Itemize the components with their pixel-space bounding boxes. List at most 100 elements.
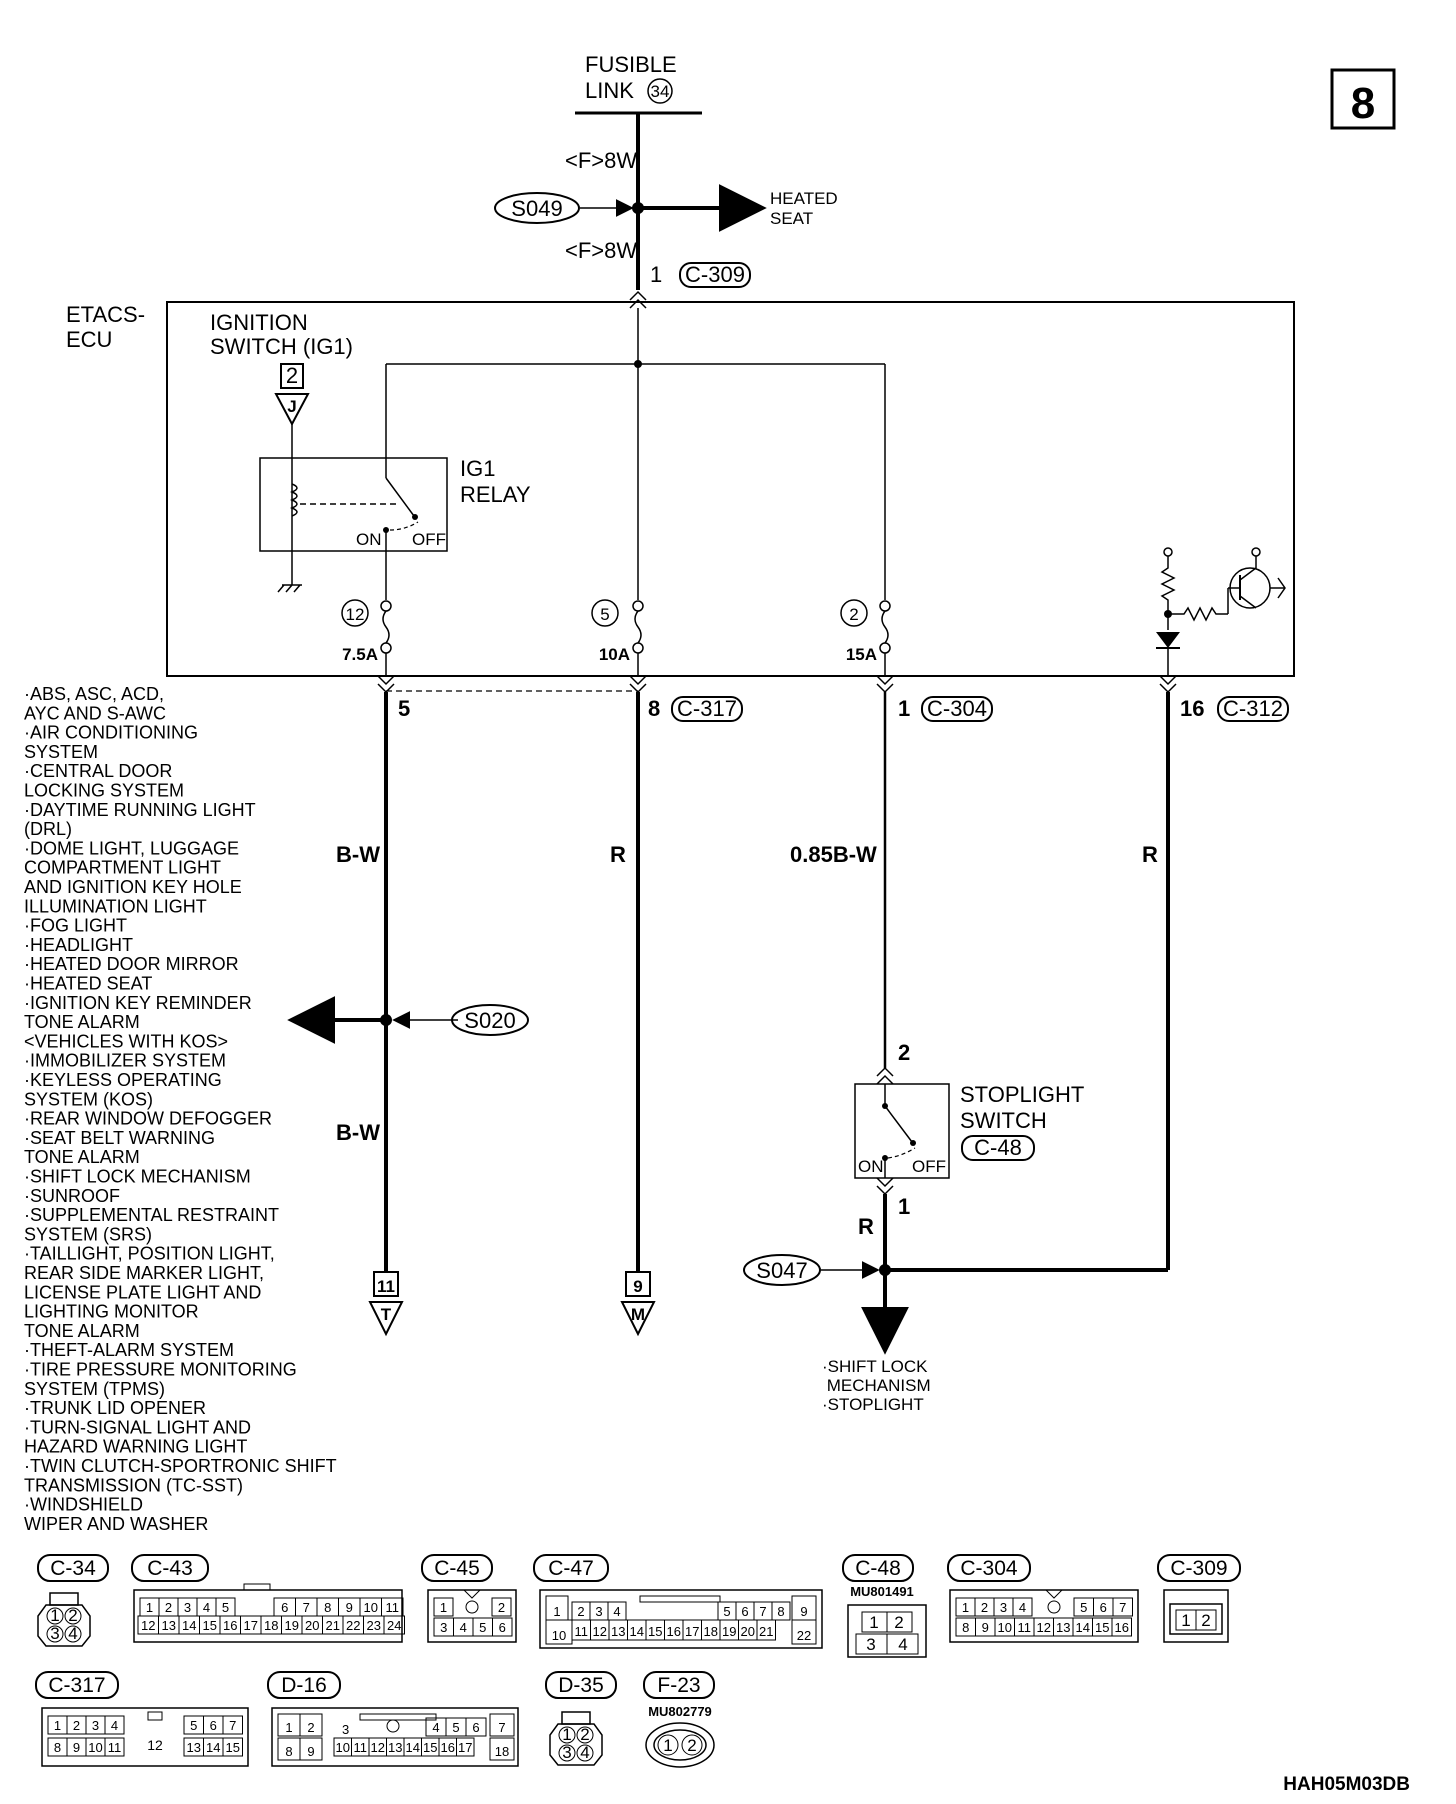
- stoplight-connector: C-48: [974, 1135, 1022, 1160]
- left-system-item: ·HEATED DOOR MIRROR: [24, 954, 239, 974]
- c43-pin: 7: [303, 1600, 310, 1615]
- c317-pin: 6: [210, 1718, 217, 1733]
- left-system-item: WIPER AND WASHER: [24, 1514, 208, 1534]
- c304-pin: 1: [962, 1600, 969, 1615]
- d35-label: D-35: [558, 1674, 604, 1697]
- d16-pin: 17: [458, 1740, 472, 1755]
- c43-pin: 4: [203, 1600, 210, 1615]
- c34-pin: 2: [68, 1606, 77, 1625]
- d16-pin: 16: [441, 1740, 455, 1755]
- d16-pin: 13: [388, 1740, 402, 1755]
- c45-pin: 5: [479, 1620, 486, 1635]
- c304-pin: 15: [1095, 1620, 1109, 1635]
- ignition-connector: 2: [286, 363, 298, 388]
- fusible-link-number: 34: [651, 82, 670, 101]
- wire-color-r-16: R: [1142, 842, 1158, 867]
- d16-pin: 10: [336, 1740, 350, 1755]
- relay-line2: RELAY: [460, 482, 531, 507]
- d16-pin: 3: [342, 1722, 349, 1737]
- c45-label: C-45: [434, 1557, 480, 1580]
- d35-connector: 1 2 3 4: [549, 1711, 603, 1766]
- f23-label: F-23: [657, 1674, 700, 1697]
- exit-mark-2: [629, 675, 647, 694]
- c43-label: C-43: [147, 1557, 193, 1580]
- c304-pin: 13: [1056, 1620, 1070, 1635]
- left-system-item: LOCKING SYSTEM: [24, 781, 184, 801]
- c317-pin: 10: [88, 1740, 102, 1755]
- splice-s049: S049: [511, 196, 562, 221]
- d16-pin: 7: [498, 1720, 505, 1735]
- c47-pin: 1: [553, 1604, 560, 1619]
- wire-color-085bw: 0.85B-W: [790, 842, 877, 867]
- left-system-item: TONE ALARM: [24, 1321, 140, 1341]
- off-page-11-letter: T: [381, 1305, 392, 1324]
- fuse-12: 12 7.5A: [341, 599, 392, 664]
- d16-pin: 2: [307, 1720, 314, 1735]
- c47-pin: 3: [595, 1604, 602, 1619]
- c43-label-box: [131, 1554, 209, 1582]
- left-system-item: ·TIRE PRESSURE MONITORING: [24, 1360, 297, 1380]
- left-system-item: ·TAILLIGHT, POSITION LIGHT,: [24, 1244, 275, 1264]
- c304-pin: 14: [1076, 1620, 1090, 1635]
- left-system-list: ·ABS, ASC, ACD, AYC AND S-AWC·AIR CONDIT…: [24, 684, 337, 1534]
- c48-pin: 2: [894, 1613, 903, 1632]
- d16-pin: 9: [307, 1744, 314, 1759]
- c317-pin: 12: [147, 1737, 163, 1753]
- left-system-item: SYSTEM: [24, 742, 98, 762]
- fusible-link-line1: FUSIBLE: [585, 52, 677, 77]
- c48-label-box: [842, 1554, 914, 1582]
- c304-pin: 10: [998, 1620, 1012, 1635]
- left-system-item: COMPARTMENT LIGHT: [24, 858, 221, 878]
- c34-pin: 4: [68, 1624, 77, 1643]
- c304-label-box: [947, 1554, 1031, 1582]
- c47-pin: 10: [552, 1628, 566, 1643]
- c309-label-box: [1157, 1554, 1241, 1582]
- c309-pin: 1: [1181, 1611, 1190, 1630]
- off-page-11-box: [373, 1271, 399, 1297]
- c309-connector: 1 2: [1163, 1589, 1229, 1643]
- c47-pin: 11: [575, 1624, 589, 1639]
- left-system-item: ·TURN-SIGNAL LIGHT AND: [24, 1417, 251, 1437]
- left-system-item: REAR SIDE MARKER LIGHT,: [24, 1263, 264, 1283]
- out3-conn: C-304: [927, 696, 987, 721]
- c43-pin: 8: [324, 1600, 331, 1615]
- relay-on: ON: [356, 530, 382, 549]
- c48-connector: MU801491 1 2 3 4: [847, 1584, 927, 1658]
- exit-mark-3: [876, 675, 894, 694]
- c45-pin: 1: [440, 1600, 447, 1615]
- left-system-item: ·HEADLIGHT: [24, 935, 133, 955]
- internal-junction: [634, 360, 642, 368]
- left-system-item: TRANSMISSION (TC-SST): [24, 1475, 243, 1495]
- left-system-item: ·IGNITION KEY REMINDER: [24, 993, 252, 1013]
- c47-pin: 9: [800, 1604, 807, 1619]
- d35-pin: 4: [580, 1743, 589, 1762]
- c317-label-box: [35, 1671, 119, 1699]
- c47-label-box: [533, 1554, 609, 1582]
- d16-pin: 8: [285, 1744, 292, 1759]
- left-system-item: ·CENTRAL DOOR: [24, 761, 172, 781]
- c317-pin: 3: [92, 1718, 99, 1733]
- off-page-9-letter: M: [631, 1305, 645, 1324]
- left-system-item: LIGHTING MONITOR: [24, 1302, 199, 1322]
- left-system-item: TONE ALARM: [24, 1147, 140, 1167]
- left-system-item: ILLUMINATION LIGHT: [24, 896, 207, 916]
- ground-symbol: [277, 584, 302, 593]
- left-system-item: (DRL): [24, 819, 72, 839]
- left-system-item: ·HEATED SEAT: [24, 974, 152, 994]
- c48-part-number: MU801491: [850, 1584, 914, 1599]
- c43-pin: 23: [367, 1618, 381, 1633]
- c47-pin: 4: [613, 1604, 620, 1619]
- wire-color-r-stop: R: [858, 1214, 874, 1239]
- c47-pin: 20: [741, 1624, 755, 1639]
- c34-connector: 1 2 3 4: [37, 1592, 91, 1647]
- c48-pin: 1: [869, 1613, 878, 1632]
- c304-pin: 9: [982, 1620, 989, 1635]
- c45-pin: 2: [498, 1600, 505, 1615]
- c309-label: C-309: [685, 262, 745, 287]
- c43-pin: 18: [264, 1618, 278, 1633]
- c43-pin: 14: [182, 1618, 196, 1633]
